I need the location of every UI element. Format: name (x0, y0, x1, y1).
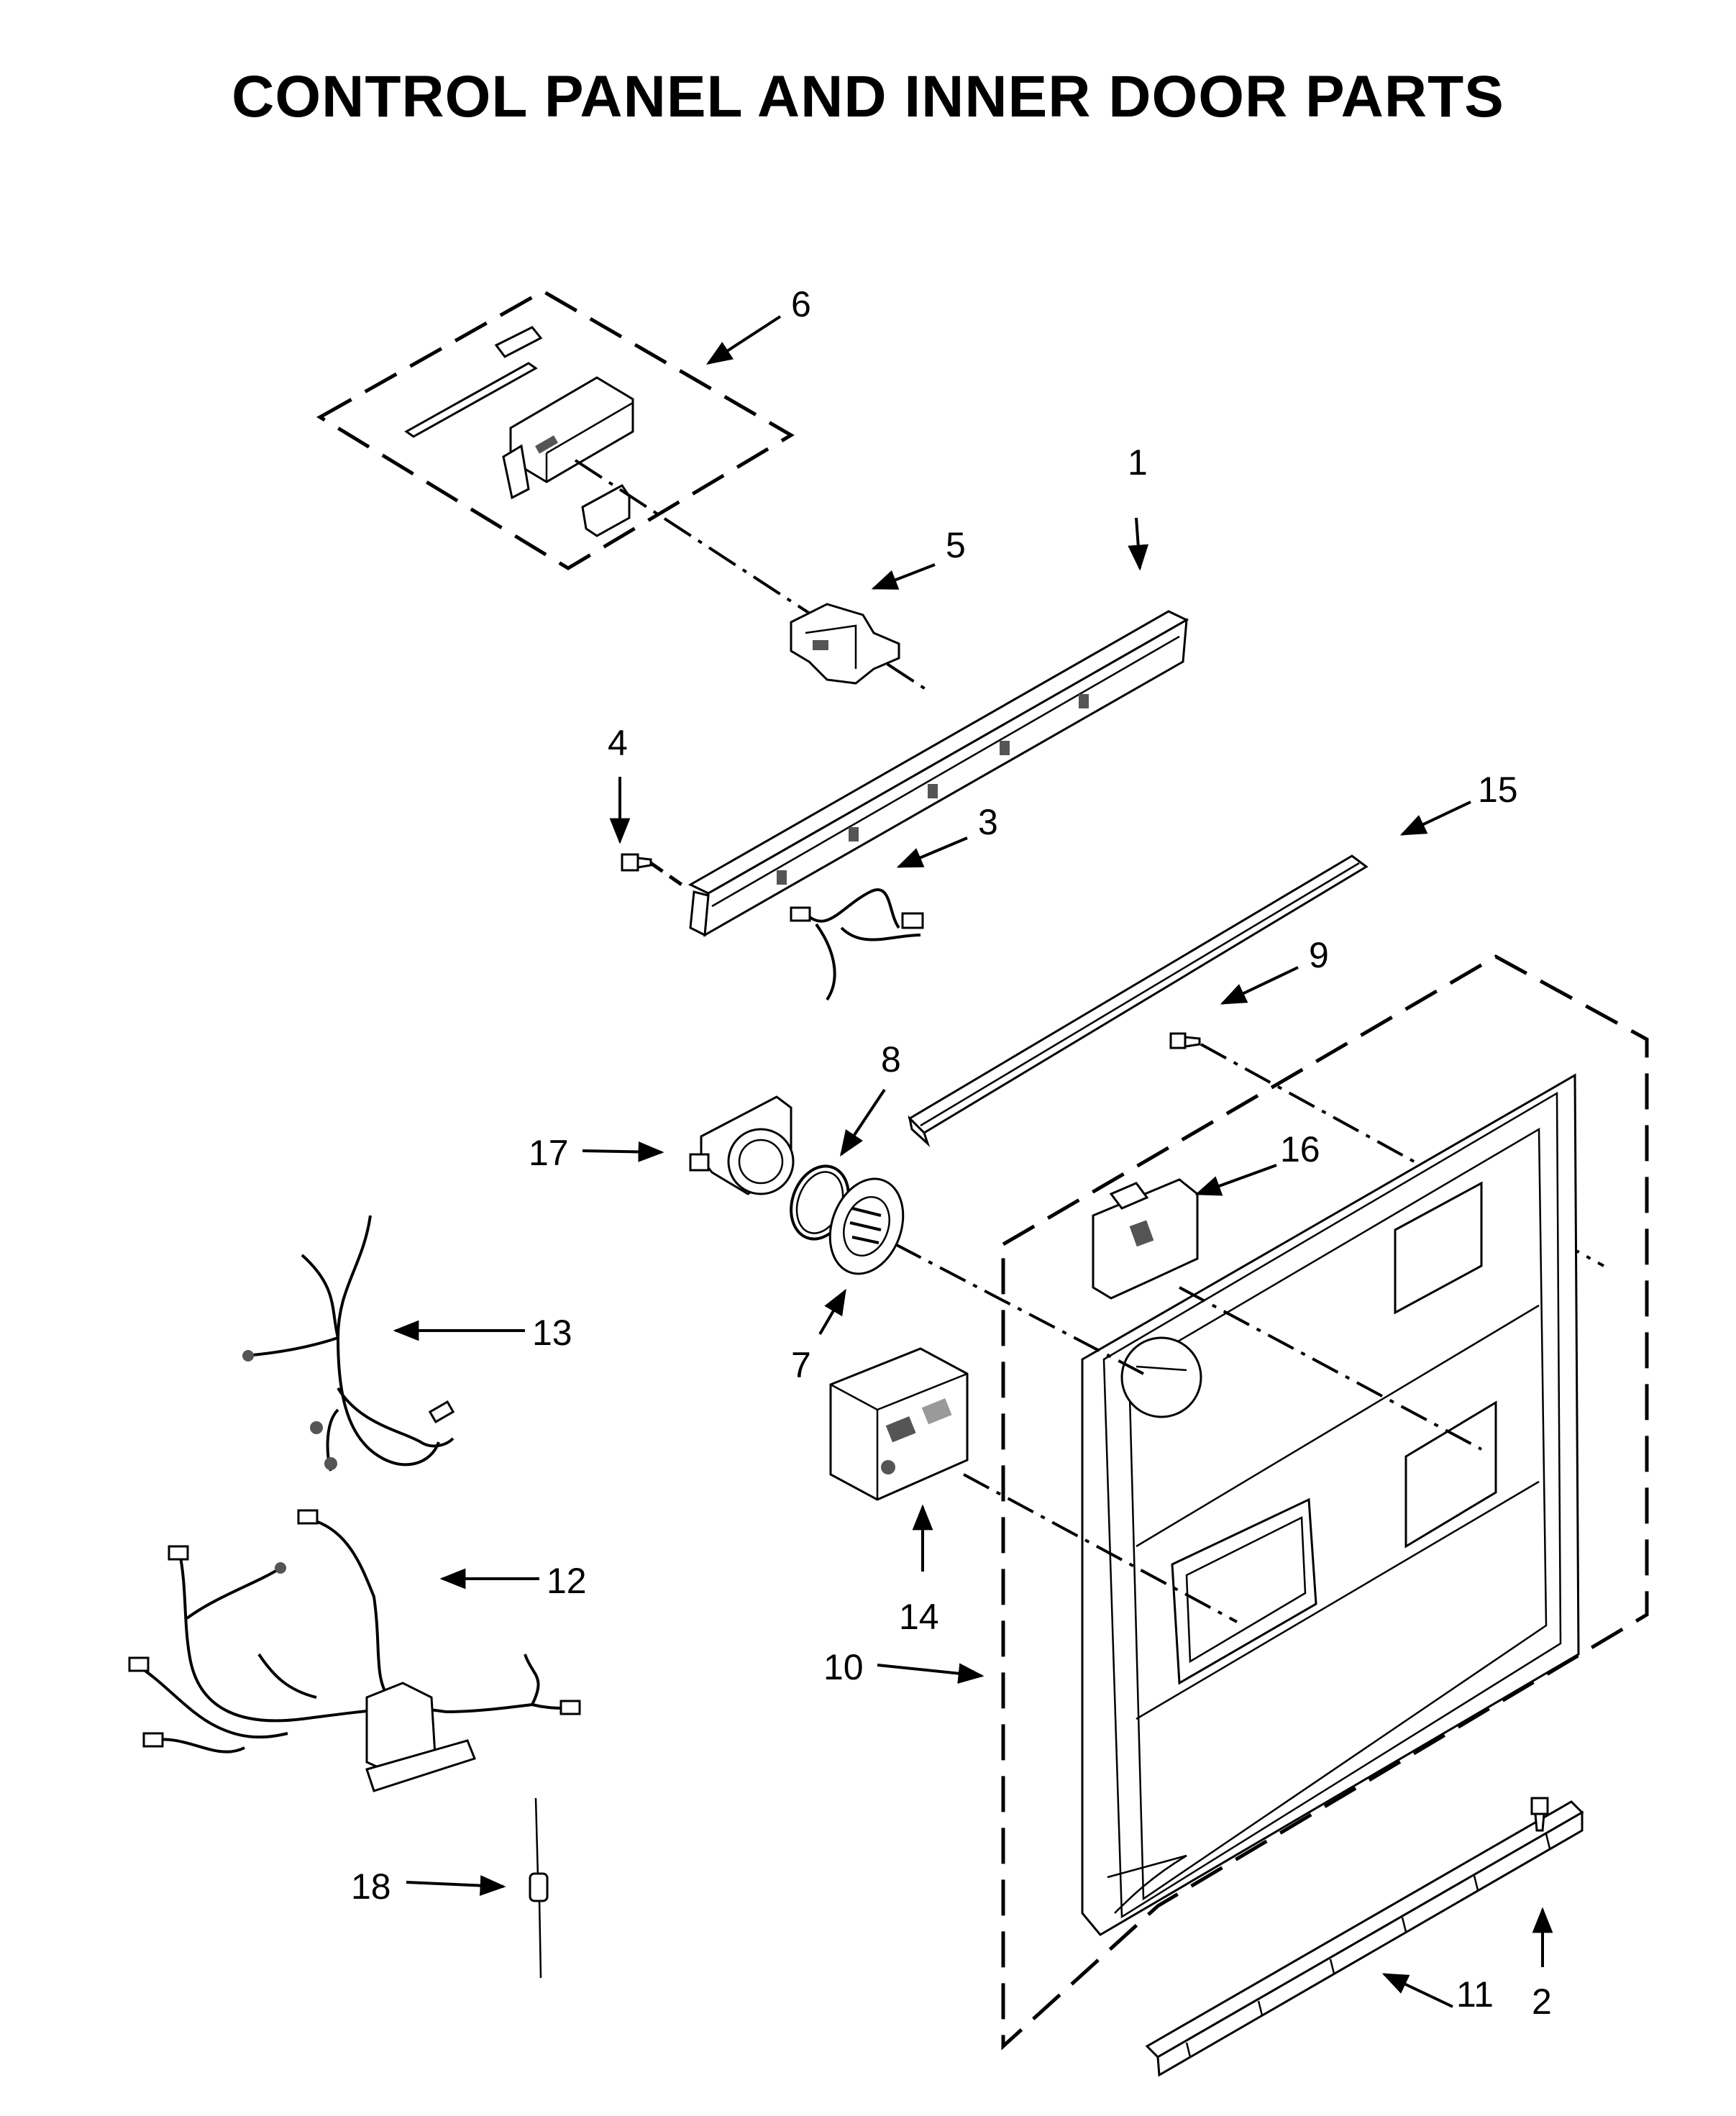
callout-6: 6 (791, 284, 811, 324)
callout-labels: 1 2 3 4 5 6 7 8 9 10 11 12 13 14 15 16 1… (351, 284, 1552, 2022)
callout-14: 14 (899, 1597, 939, 1637)
wire-harness-icon (128, 1509, 581, 1792)
callout-15: 15 (1478, 770, 1518, 810)
wire-harness-icon (242, 1215, 455, 1472)
callout-18: 18 (351, 1866, 391, 1907)
page-title: CONTROL PANEL AND INNER DOOR PARTS (232, 64, 1504, 129)
door-seal-icon (908, 854, 1369, 1147)
screw-icon (621, 853, 652, 872)
callout-2: 2 (1532, 1982, 1552, 2022)
callout-8: 8 (881, 1039, 901, 1080)
vent-housing-icon (689, 1095, 795, 1195)
control-panel-icon (687, 610, 1189, 937)
callout-13: 13 (532, 1313, 572, 1353)
callout-7: 7 (791, 1345, 811, 1385)
assembly-kit-icon (316, 289, 795, 570)
callout-16: 16 (1280, 1129, 1320, 1169)
leader-arrows (393, 315, 1553, 2008)
callout-5: 5 (946, 525, 966, 565)
callout-4: 4 (608, 723, 628, 763)
bracket-icon (790, 603, 900, 685)
callout-10: 10 (823, 1647, 864, 1687)
trim-strip-icon (1145, 1800, 1584, 2077)
wire-harness-icon (790, 888, 924, 1001)
vent-icon (828, 1177, 905, 1275)
callout-17: 17 (529, 1133, 569, 1173)
callout-12: 12 (547, 1561, 587, 1601)
fuse-icon (529, 1797, 549, 1979)
callout-9: 9 (1309, 935, 1329, 975)
screw-icon (1169, 1032, 1201, 1049)
inner-door-icon (1001, 954, 1649, 2051)
callout-11: 11 (1456, 1974, 1494, 2015)
dispenser-icon (829, 1347, 969, 1501)
callout-1: 1 (1128, 442, 1148, 483)
door-latch-icon (1092, 1178, 1199, 1300)
screw-icon (1530, 1797, 1549, 1832)
callout-3: 3 (978, 802, 998, 842)
